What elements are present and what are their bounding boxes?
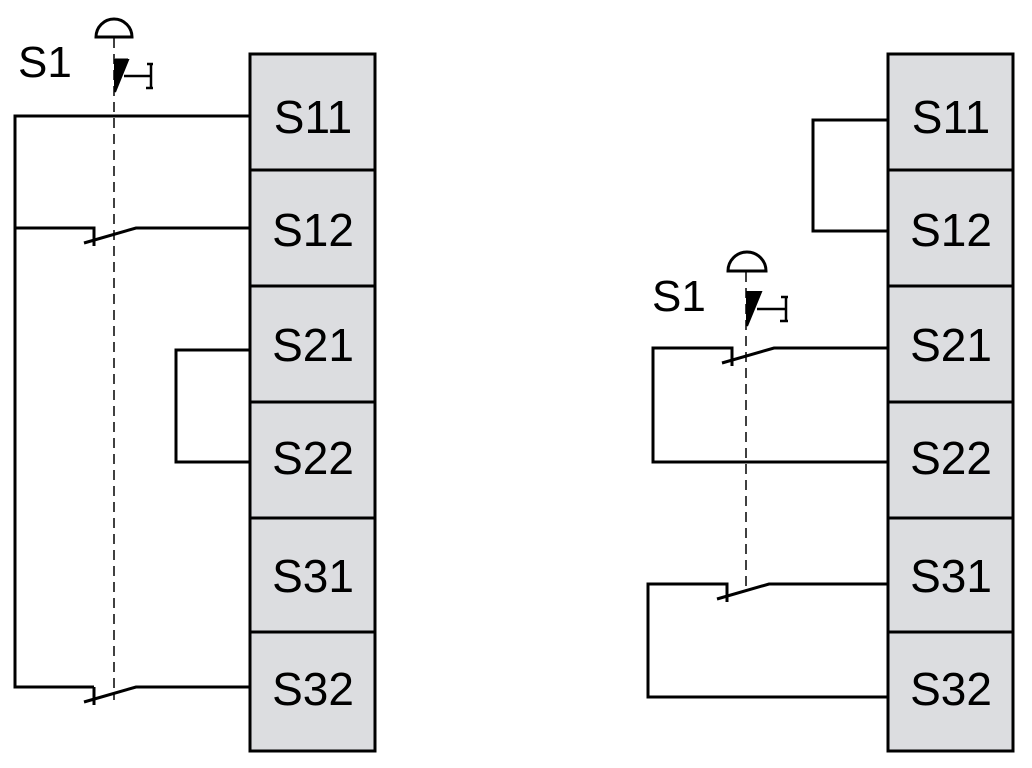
right-wiring bbox=[646, 118, 888, 699]
wire-s21-s22-loop bbox=[651, 346, 888, 464]
left-terminal-block: S11 S12 S21 S22 S31 S32 bbox=[248, 52, 377, 753]
terminal-label: S32 bbox=[910, 663, 992, 715]
terminal-label: S22 bbox=[272, 432, 354, 484]
switch-label: S1 bbox=[652, 272, 706, 321]
terminal-label: S31 bbox=[910, 550, 992, 602]
terminal-s11 bbox=[886, 52, 1015, 172]
nc-contact-s31 bbox=[716, 582, 888, 601]
switch-label: S1 bbox=[18, 38, 72, 87]
terminal-label: S11 bbox=[912, 91, 990, 143]
terminal-s21 bbox=[886, 284, 1015, 404]
terminal-label: S32 bbox=[272, 663, 354, 715]
left-panel: S11 S12 S21 S22 S31 S32 S1 bbox=[13, 17, 377, 753]
terminal-s32 bbox=[248, 630, 377, 753]
terminal-s32 bbox=[886, 630, 1015, 753]
nc-contact-s12 bbox=[83, 226, 250, 245]
emergency-stop-icon bbox=[94, 17, 153, 93]
nc-contact-s32 bbox=[83, 685, 250, 704]
right-terminal-block: S11 S12 S21 S22 S31 S32 bbox=[886, 52, 1015, 753]
bridge-s21-s22 bbox=[174, 348, 250, 464]
terminal-label: S12 bbox=[272, 204, 354, 256]
emergency-stop-icon bbox=[726, 250, 788, 327]
terminal-label: S12 bbox=[910, 204, 992, 256]
nc-contact-s21 bbox=[721, 346, 888, 365]
right-panel: S11 S12 S21 S22 S31 S32 S1 bbox=[646, 52, 1015, 753]
bridge-s11-s12 bbox=[811, 118, 888, 233]
terminal-s22 bbox=[248, 400, 377, 520]
wire-s12-left bbox=[15, 226, 96, 246]
terminal-label: S22 bbox=[910, 432, 992, 484]
terminal-label: S21 bbox=[910, 319, 992, 371]
terminal-s31 bbox=[886, 516, 1015, 634]
terminal-s12 bbox=[248, 168, 377, 288]
left-wiring bbox=[13, 114, 250, 705]
terminal-s12 bbox=[886, 168, 1015, 288]
wire-s31-s32-loop bbox=[646, 582, 888, 699]
wire-s11-loop bbox=[13, 114, 250, 689]
terminal-label: S31 bbox=[272, 550, 354, 602]
terminal-s11 bbox=[248, 52, 377, 172]
terminal-label: S21 bbox=[272, 319, 354, 371]
terminal-label: S11 bbox=[274, 91, 352, 143]
